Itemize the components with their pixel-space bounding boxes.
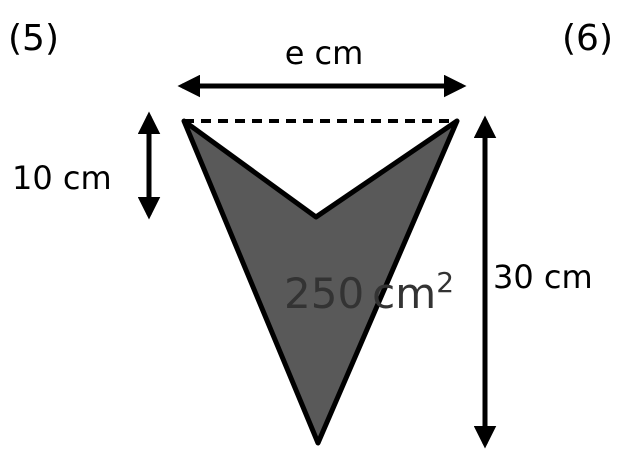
problem-number-right: (6) xyxy=(562,18,613,59)
area-exponent: 2 xyxy=(436,266,454,299)
problem-number-left: (5) xyxy=(8,18,59,59)
height-label: 30 cm xyxy=(493,258,593,296)
area-unit: cm xyxy=(372,269,436,318)
notch-depth-label: 10 cm xyxy=(12,159,112,197)
width-label: e cm xyxy=(285,34,364,72)
dart-shape xyxy=(181,118,460,446)
area-value: 250 xyxy=(284,269,364,318)
